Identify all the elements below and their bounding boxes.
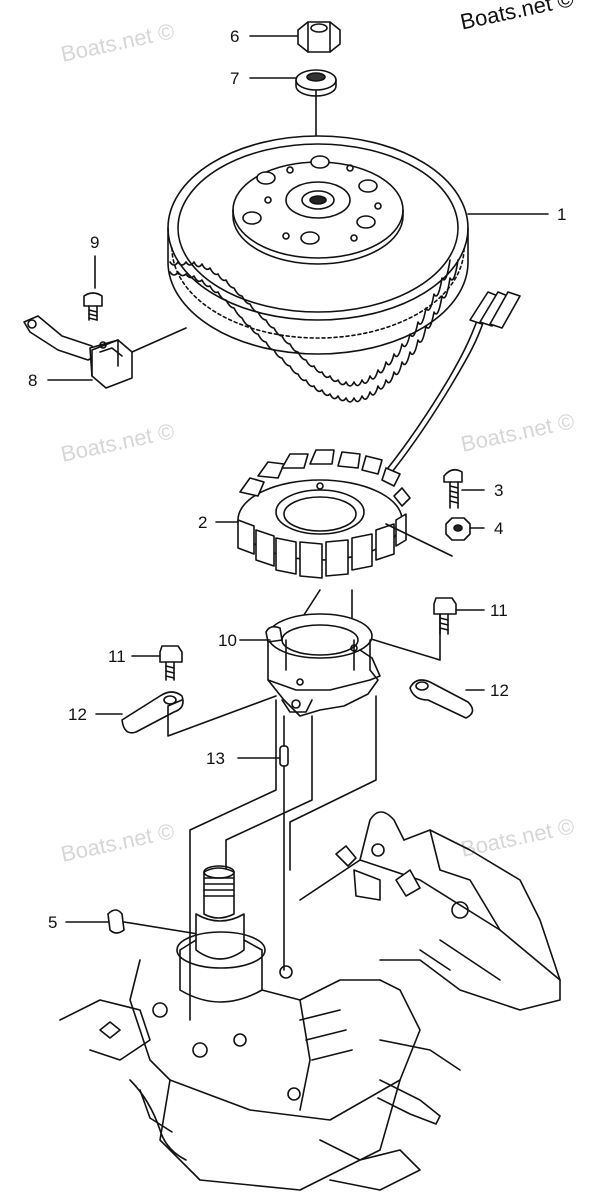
assembly-lines: [190, 696, 376, 1020]
leader-line: [124, 922, 198, 934]
nut-part-4: [446, 518, 470, 540]
leader-line: [132, 328, 186, 352]
key-part-5: [108, 910, 124, 933]
stator-base-part-10: [266, 614, 380, 716]
flywheel-part-1: [168, 136, 468, 402]
callout-6: 6: [230, 27, 240, 46]
washer-part-7: [296, 70, 336, 96]
callout-12-right: 12: [490, 681, 509, 700]
nut-part-6: [298, 22, 340, 52]
dowel-pin-part-13: [280, 746, 288, 766]
screw-part-9: [84, 293, 102, 320]
callout-10: 10: [218, 631, 237, 650]
callout-3: 3: [494, 481, 504, 500]
clamp-part-12-left: [122, 692, 183, 733]
wire-harness: [388, 292, 520, 472]
pulser-coil-part-8: [24, 316, 132, 388]
bolt-part-11-right: [434, 598, 456, 634]
callout-7: 7: [230, 69, 240, 88]
callout-12-left: 12: [68, 705, 87, 724]
callout-2: 2: [198, 513, 208, 532]
callout-11-right: 11: [490, 601, 508, 620]
callout-8: 8: [28, 371, 38, 390]
callout-13: 13: [206, 749, 225, 768]
crankcase-assembly: [60, 812, 560, 1190]
callout-5: 5: [48, 913, 58, 932]
bolt-part-3: [444, 470, 462, 508]
callout-11-left: 11: [108, 647, 126, 666]
leader-line: [386, 524, 452, 556]
callout-9: 9: [90, 233, 100, 252]
bolt-part-11-left: [160, 646, 182, 680]
callout-4: 4: [494, 519, 504, 538]
clamp-part-12-right: [410, 680, 473, 718]
callout-1: 1: [557, 205, 567, 224]
stator-part-2: [238, 450, 410, 578]
assembly-line: [168, 696, 276, 736]
